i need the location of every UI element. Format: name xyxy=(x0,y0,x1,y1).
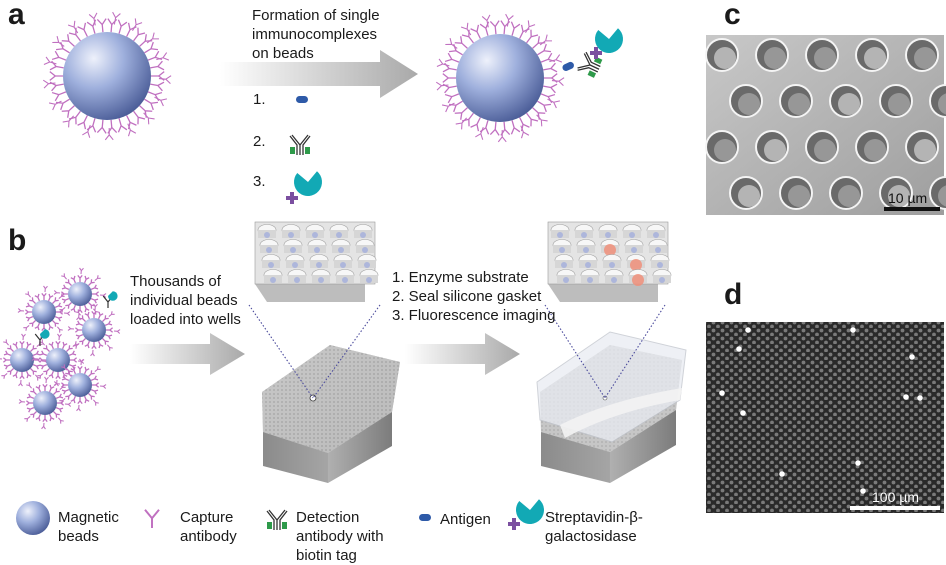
legend-label-antigen: Antigen xyxy=(440,511,491,528)
antigen-icon xyxy=(562,61,574,72)
panel-label-b: b xyxy=(8,224,27,257)
bound-complex-icon xyxy=(102,291,118,309)
magnetic-bead-icon xyxy=(16,501,50,535)
process-arrow-a xyxy=(220,50,418,98)
sealed-microwell-array-chip xyxy=(536,304,687,483)
legend-label-capture-antibody: Capture antibody xyxy=(180,509,237,545)
procedure-step-2: 2. Seal silicone gasket xyxy=(392,288,542,305)
panel-label-c: c xyxy=(724,0,741,31)
scale-label-d: 100 µm xyxy=(872,489,919,505)
scale-bar-d xyxy=(850,506,940,510)
legend-label-magnetic-beads: Magnetic beads xyxy=(58,509,119,545)
legend xyxy=(16,490,550,535)
step-2-label: 2. xyxy=(253,133,266,150)
panel-label-d: d xyxy=(724,278,743,311)
panel-c-sem-image xyxy=(705,35,946,215)
detection-antibody-icon xyxy=(266,509,288,531)
antigen-icon xyxy=(419,514,431,521)
fluorescent-microwell-zoom-inset xyxy=(547,221,672,302)
scale-bar-c xyxy=(884,207,940,211)
panel-b xyxy=(0,221,687,483)
legend-label-detection-antibody: Detection antibody with biotin tag xyxy=(296,509,384,564)
panel-label-a: a xyxy=(8,0,25,31)
streptavidin-enzyme-icon xyxy=(286,162,328,204)
detection-antibody-icon xyxy=(289,134,311,156)
process-arrow-b1 xyxy=(130,333,245,375)
panel-d-fluorescence-image xyxy=(706,322,944,513)
bead-cluster xyxy=(0,267,121,430)
capture-antibody-icon xyxy=(144,509,160,528)
arrow-caption-a: Formation of single immunocomplexes on b… xyxy=(252,7,380,62)
streptavidin-enzyme-icon xyxy=(508,490,550,530)
procedure-step-3: 3. Fluorescence imaging xyxy=(392,307,556,324)
microwell-zoom-inset xyxy=(254,221,379,302)
step-3-label: 3. xyxy=(253,173,266,190)
streptavidin-enzyme-icon xyxy=(589,19,629,59)
process-arrow-b2 xyxy=(405,333,520,375)
arrow-caption-b1: Thousands of individual beads loaded int… xyxy=(130,273,241,328)
step-1-label: 1. xyxy=(253,91,266,108)
bead-with-immunocomplex-right xyxy=(435,13,565,143)
bead-with-capture-antibodies-left xyxy=(42,11,172,141)
legend-label-streptavidin: Streptavidin-β- galactosidase xyxy=(545,509,643,545)
bound-complex-icon xyxy=(34,329,50,347)
procedure-step-1: 1. Enzyme substrate xyxy=(392,269,529,286)
panel-a xyxy=(42,11,629,204)
scale-label-c: 10 µm xyxy=(888,190,928,206)
antigen-icon xyxy=(296,96,308,103)
immunocomplex xyxy=(562,19,629,79)
detection-antibody-icon xyxy=(576,51,604,79)
microwell-array-chip xyxy=(248,304,400,483)
